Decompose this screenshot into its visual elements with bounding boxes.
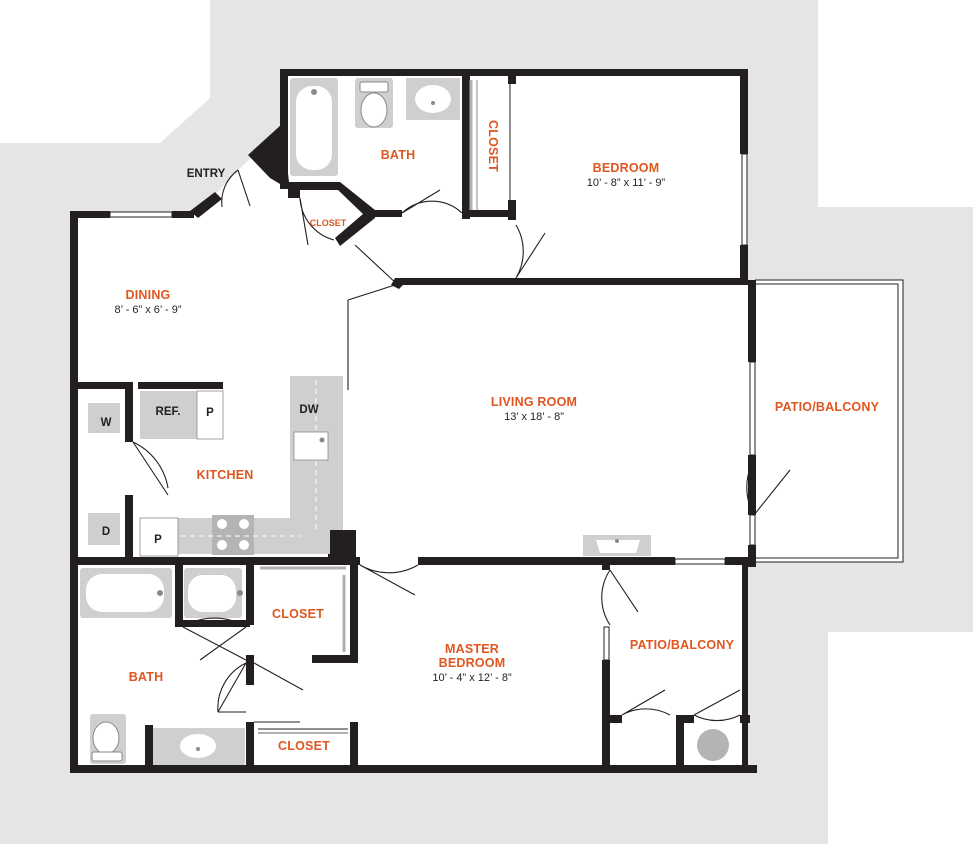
closet-bedroom-label: CLOSET [486,120,500,172]
bedroom-dimensions: 10’ - 8” x 11’ - 9” [587,177,666,189]
closet-top-rods [469,80,511,210]
top-bath-fixtures [290,78,460,176]
dining-dimensions: 8’ - 6” x 6’ - 9” [114,304,181,316]
windows [109,153,756,661]
patio-right-label: PATIO/BALCONY [775,400,880,414]
bedroom-label: BEDROOM [593,161,660,175]
refrigerator-label: REF. [156,406,181,418]
pantry-bottom-label: P [154,534,162,546]
closet-rods-bottom [258,566,348,734]
patio-right-outline [755,279,904,563]
pantry-top-label: P [206,407,214,419]
drain-icon [311,89,317,95]
dining-label: DINING [126,288,171,302]
doors [132,169,791,723]
master-bedroom-label-line1: MASTER [445,642,499,656]
bottom-bath-fixtures [80,568,245,765]
living-room-label: LIVING ROOM [491,395,577,409]
kitchen-label: KITCHEN [197,468,254,482]
interior-walls [70,69,755,770]
dishwasher-label: DW [299,404,318,416]
entry-label: ENTRY [187,168,226,180]
master-bedroom-dimensions: 10’ - 4” x 12’ - 8” [432,672,512,684]
living-room-dimensions: 13’ x 18’ - 8” [504,411,564,423]
bath-bottom-label: BATH [129,670,164,684]
fireplace [583,535,651,556]
bath-top-label: BATH [381,148,416,162]
patio-bottom-label: PATIO/BALCONY [630,638,735,652]
closet-entry-label: CLOSET [310,218,347,228]
appliance-labels: W D REF. P P DW [101,404,319,546]
closet-bath-label: CLOSET [278,739,330,753]
kitchen-fixtures [88,376,343,557]
washer-label: W [101,417,112,429]
interior-fill [73,72,903,770]
master-bedroom-label-line2: BEDROOM [439,656,506,670]
room-labels: BEDROOM 10’ - 8” x 11’ - 9” LIVING ROOM … [114,120,879,753]
closet-master-label: CLOSET [272,607,324,621]
water-heater [697,729,729,761]
dryer-label: D [102,526,110,538]
